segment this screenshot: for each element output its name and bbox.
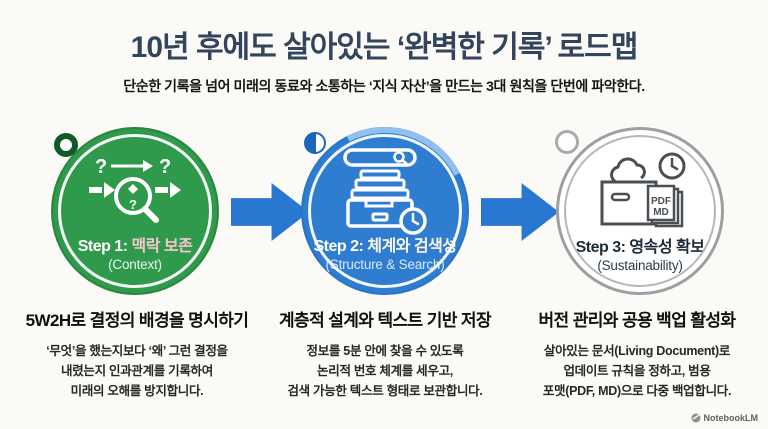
svg-text:?: ? bbox=[159, 156, 171, 178]
step3-circle: PDF MD Step 3: 영속성 확보 (Sustainability) bbox=[556, 127, 724, 295]
step3-label: Step 3: 영속성 확보 bbox=[576, 238, 705, 258]
step1-circle: ? ? ? Step 1: 맥락 보존 (Context) bbox=[51, 127, 219, 295]
step3-topic: 영속성 확보 bbox=[629, 239, 705, 256]
page-title: 10년 후에도 살아있는 ‘완벽한 기록’ 로드맵 bbox=[130, 31, 639, 64]
column-body: 살아있는 문서(Living Document)로 업데이트 규칙을 정하고, … bbox=[542, 344, 732, 398]
step1-topic: 맥락 보존 bbox=[131, 238, 193, 255]
step3-sublabel: (Sustainability) bbox=[597, 258, 683, 273]
step2-circle: Step 2: 체계와 검색성 (Structure & Search) bbox=[279, 105, 491, 317]
deco-ring-outline-icon bbox=[555, 130, 579, 154]
svg-text:?: ? bbox=[95, 156, 107, 178]
notebooklm-logo-icon bbox=[691, 413, 700, 423]
page-subtitle: 단순한 기록을 넘어 미래의 동료와 소통하는 ‘지식 자산’을 만드는 3대 … bbox=[123, 78, 645, 94]
svg-text:PDF: PDF bbox=[651, 196, 671, 207]
step1-badge: Step 1: bbox=[77, 238, 128, 255]
step1-label: Step 1: 맥락 보존 bbox=[78, 237, 193, 257]
column-body: ‘무엇’을 했는지보다 ‘왜’ 그런 결정을 내렸는지 인과관계를 기록하여 미… bbox=[46, 344, 228, 398]
step2-sublabel: (Structure & Search) bbox=[325, 257, 445, 272]
notebooklm-brand-text: NotebookLM bbox=[703, 413, 759, 423]
step2-badge: Step 2: bbox=[313, 238, 364, 255]
column-heading: 버전 관리와 공용 백업 활성화 bbox=[538, 311, 737, 330]
magnifier-question-icon: ? ? ? bbox=[83, 145, 187, 237]
footer-brand: NotebookLM bbox=[691, 413, 759, 423]
step2-topic: 체계와 검색성 bbox=[367, 238, 457, 255]
flow-arrow-icon bbox=[231, 183, 309, 241]
svg-text:MD: MD bbox=[653, 207, 669, 218]
deco-halfmoon-icon bbox=[304, 132, 326, 154]
search-archive-clock-icon bbox=[335, 145, 435, 237]
step3-description-column: 버전 관리와 공용 백업 활성화 살아있는 문서(Living Document… bbox=[512, 306, 762, 401]
column-heading: 계층적 설계와 텍스트 기반 저장 bbox=[278, 311, 492, 330]
step2-description-column: 계층적 설계와 텍스트 기반 저장 정보를 5분 안에 찾을 수 있도록 논리적… bbox=[262, 306, 508, 401]
step2-label: Step 2: 체계와 검색성 bbox=[313, 237, 457, 257]
svg-text:?: ? bbox=[129, 197, 137, 212]
flow-arrow-icon bbox=[481, 183, 559, 241]
column-body: 정보를 5분 안에 찾을 수 있도록 논리적 번호 체계를 세우고, 검색 가능… bbox=[287, 344, 483, 398]
step1-description-column: 5W2H로 결정의 배경을 명시하기 ‘무엇’을 했는지보다 ‘왜’ 그런 결정… bbox=[14, 306, 260, 401]
box-cloud-pdf-icon: PDF MD bbox=[588, 146, 692, 238]
column-heading: 5W2H로 결정의 배경을 명시하기 bbox=[25, 311, 249, 330]
step3-badge: Step 3: bbox=[575, 239, 626, 256]
step1-sublabel: (Context) bbox=[108, 257, 162, 272]
